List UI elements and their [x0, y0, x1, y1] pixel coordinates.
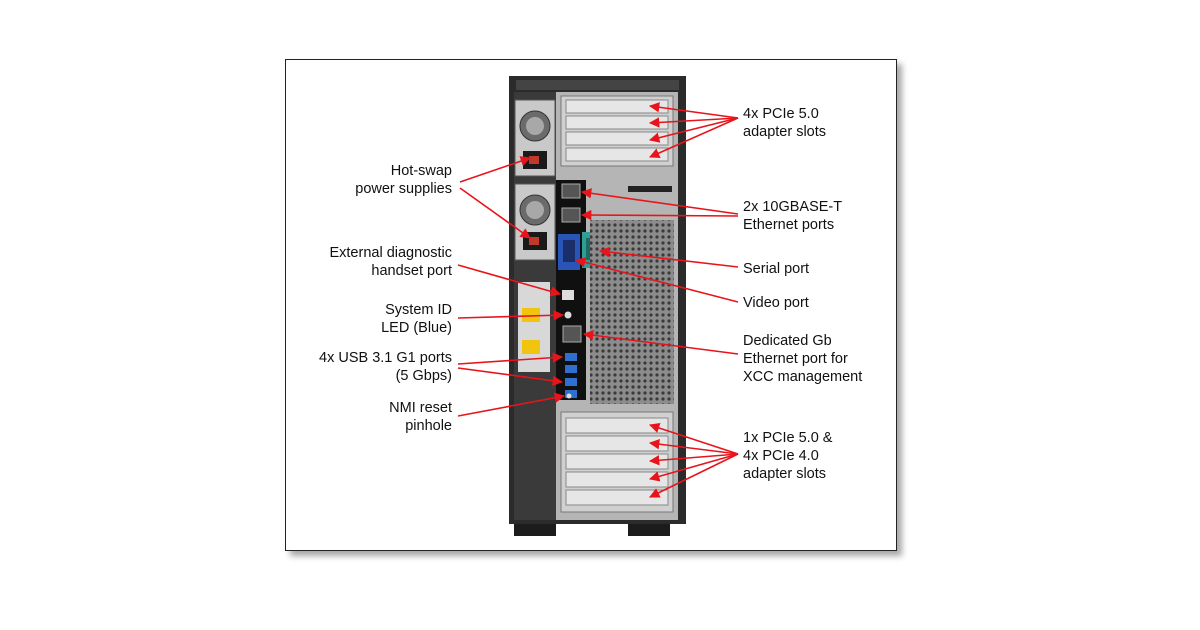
label-pcie5-line2: adapter slots	[743, 124, 826, 140]
label-xcc-line3: XCC management	[743, 369, 862, 385]
chassis-foot-right	[628, 522, 670, 536]
label-pcie5-line1: 4x PCIe 5.0	[743, 106, 819, 122]
chassis-foot-left	[514, 522, 556, 536]
arrow-usb-1	[457, 352, 564, 365]
label-video-port: Video port	[743, 295, 809, 311]
label-ext-diag-line2: handset port	[371, 263, 452, 279]
label-system-id-line1: System ID	[385, 302, 452, 318]
regulatory-label	[518, 282, 550, 372]
label-serial-port: Serial port	[743, 261, 809, 277]
label-xcc-line2: Ethernet port for	[743, 351, 848, 367]
arrow-serial	[598, 246, 739, 268]
arrow-mixed-4	[648, 453, 739, 482]
usb-port	[565, 365, 577, 373]
label-10g-line1: 2x 10GBASE-T	[743, 199, 842, 215]
label-nmi-line2: pinhole	[405, 418, 452, 434]
diagnostic-handset-port	[562, 290, 574, 300]
chassis-top-handle	[516, 80, 679, 90]
arrow-usb-2	[457, 367, 564, 386]
ethernet-port-2	[561, 207, 581, 223]
arrow-pcie5-4	[649, 117, 739, 158]
server-chassis	[509, 76, 686, 536]
warning-sticker	[522, 340, 540, 354]
label-ext-diag-line1: External diagnostic	[329, 245, 452, 261]
label-nmi-line1: NMI reset	[389, 400, 452, 416]
ethernet-port-1	[561, 183, 581, 199]
vent-grille	[590, 220, 674, 404]
label-hot-swap-line2: power supplies	[355, 181, 452, 197]
arrow-xcc	[582, 330, 739, 355]
arrow-10g-2	[580, 209, 739, 221]
xcc-ethernet-port	[562, 325, 582, 343]
label-xcc-line1: Dedicated Gb	[743, 333, 832, 349]
nmi-pinhole	[566, 393, 572, 399]
arrow-video	[574, 257, 739, 303]
label-hot-swap-line1: Hot-swap	[391, 163, 452, 179]
callout-arrows	[457, 102, 739, 498]
label-usb-line2: (5 Gbps)	[396, 368, 452, 384]
arrow-mixed-5	[649, 453, 739, 498]
arrow-mixed-2	[648, 439, 739, 455]
arrow-hot-swap-2	[459, 187, 531, 239]
label-usb-line1: 4x USB 3.1 G1 ports	[319, 350, 452, 366]
warning-sticker	[522, 308, 540, 322]
arrow-10g-1	[580, 188, 739, 215]
right-labels: 4x PCIe 5.0 adapter slots 2x 10GBASE-T E…	[743, 106, 862, 482]
arrow-mixed-3	[648, 453, 739, 466]
label-10g-line2: Ethernet ports	[743, 217, 834, 233]
arrow-pcie5-1	[648, 102, 739, 119]
power-supply-2	[514, 183, 556, 261]
system-id-led	[564, 311, 572, 319]
arrow-hot-swap-1	[459, 156, 531, 183]
slot-marker	[628, 186, 672, 192]
arrow-pcie5-3	[648, 117, 739, 143]
usb-port	[565, 353, 577, 361]
label-mixed-line2: 4x PCIe 4.0	[743, 448, 819, 464]
power-supply-1	[514, 99, 556, 177]
left-labels: Hot-swap power supplies External diagnos…	[319, 163, 452, 434]
arrow-pcie5-2	[648, 117, 739, 128]
label-mixed-line1: 1x PCIe 5.0 &	[743, 430, 833, 446]
arrow-nmi	[457, 392, 566, 417]
arrow-system-id	[457, 310, 565, 321]
arrow-ext-diag	[457, 264, 562, 297]
usb-port	[565, 378, 577, 386]
label-mixed-line3: adapter slots	[743, 466, 826, 482]
usb-port	[565, 390, 577, 398]
label-system-id-line2: LED (Blue)	[381, 320, 452, 336]
arrow-mixed-1	[649, 422, 739, 455]
